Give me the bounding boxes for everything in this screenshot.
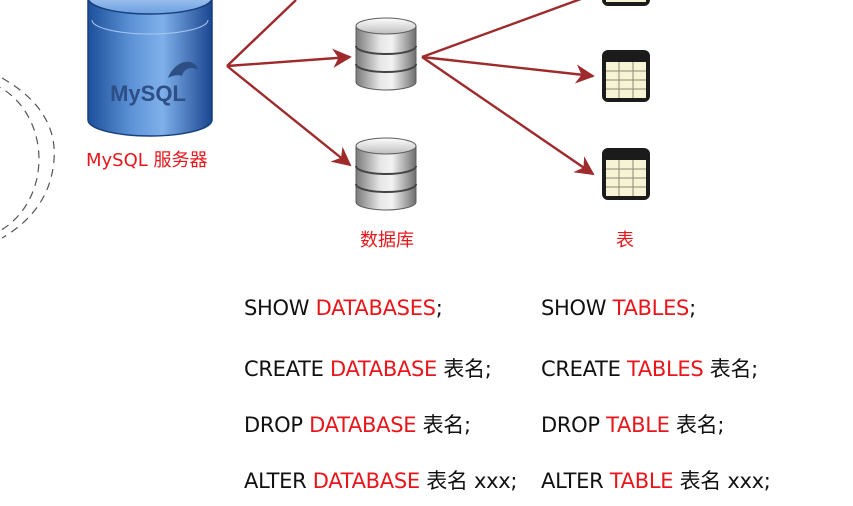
command-keyword: TABLE (609, 469, 674, 493)
command-suffix: 表名; (703, 357, 758, 381)
drop-database-command: DROP DATABASE 表名; (244, 409, 471, 439)
mysql-logo-text: MySQL (110, 81, 186, 106)
command-verb: SHOW (541, 296, 613, 320)
command-verb: ALTER (244, 469, 313, 493)
command-suffix: ; (689, 296, 696, 320)
server-label: MySQL 服务器 (86, 150, 208, 171)
command-keyword: DATABASES (315, 296, 436, 320)
database-icon (355, 17, 417, 91)
command-suffix: 表名; (437, 357, 492, 381)
table-icon-partial (602, 0, 650, 6)
show-databases-command: SHOW DATABASES; (244, 296, 443, 320)
create-database-command: CREATE DATABASE 表名; (244, 353, 492, 383)
create-tables-command: CREATE TABLES 表名; (541, 353, 758, 383)
database-label: 数据库 (360, 230, 414, 251)
dashed-boundary-arc (0, 86, 40, 232)
command-keyword: TABLE (606, 413, 670, 437)
drop-table-command: DROP TABLE 表名; (541, 409, 724, 439)
database-arrows (421, 0, 595, 176)
alter-database-command: ALTER DATABASE 表名 xxx; (244, 465, 517, 495)
command-verb: ALTER (541, 469, 610, 493)
command-verb: DROP (244, 413, 310, 437)
show-tables-command: SHOW TABLES; (541, 296, 696, 320)
command-suffix: 表名 xxx; (419, 469, 518, 493)
command-suffix: 表名 xxx; (673, 469, 771, 493)
alter-table-command: ALTER TABLE 表名 xxx; (541, 465, 771, 495)
dolphin-icon (168, 61, 198, 78)
table-icon (602, 50, 650, 102)
command-verb: CREATE (244, 357, 330, 381)
table-label: 表 (616, 230, 634, 251)
table-icon (602, 148, 650, 200)
command-verb: CREATE (541, 357, 627, 381)
command-keyword: TABLES (612, 296, 690, 320)
server-arrows (226, 0, 352, 167)
command-keyword: DATABASE (309, 413, 417, 437)
command-keyword: DATABASE (329, 357, 438, 381)
command-keyword: DATABASE (312, 469, 420, 493)
command-suffix: 表名; (416, 413, 471, 437)
command-keyword: TABLES (626, 357, 704, 381)
command-suffix: 表名; (669, 413, 725, 437)
database-icon (355, 137, 417, 211)
command-verb: SHOW (244, 296, 316, 320)
mysql-server-icon: MySQL (87, 0, 213, 137)
command-verb: DROP (541, 413, 607, 437)
command-suffix: ; (435, 296, 443, 320)
dashed-boundary-arc-right (1, 77, 55, 239)
